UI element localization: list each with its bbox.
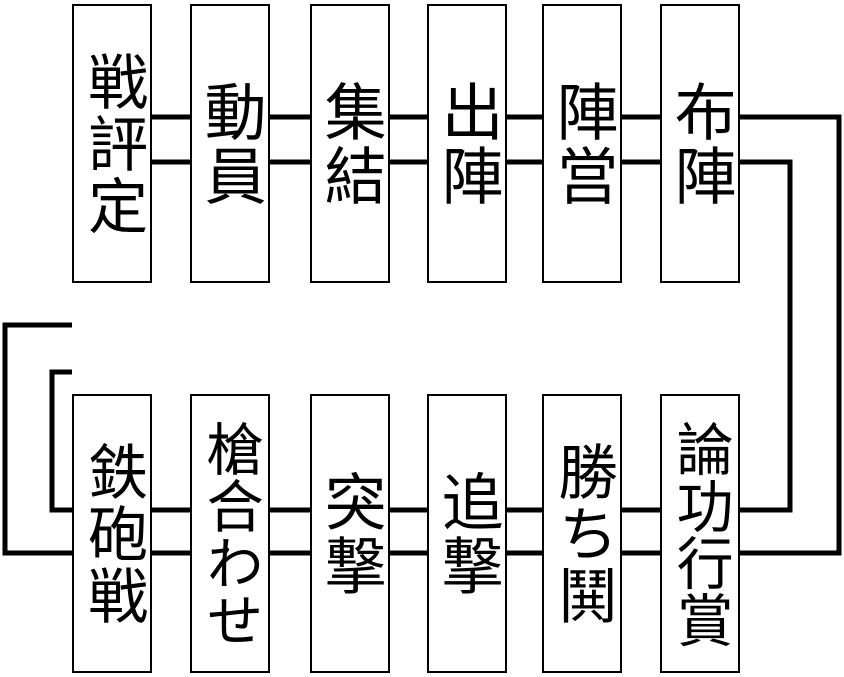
node-n12[interactable]: 論功行賞 <box>660 394 740 673</box>
node-n1[interactable]: 戦評定 <box>72 4 152 283</box>
node-n11[interactable]: 勝ち鬨 <box>542 394 622 673</box>
node-n6[interactable]: 布陣 <box>660 4 740 283</box>
node-label-n7: 鉄砲戦 <box>77 440 148 627</box>
node-label-n9: 突撃 <box>313 469 387 598</box>
node-label-n1: 戦評定 <box>77 50 148 237</box>
node-n8[interactable]: 槍合わせ <box>190 394 270 673</box>
node-n4[interactable]: 出陣 <box>427 4 507 283</box>
node-label-n4: 出陣 <box>430 79 504 208</box>
node-n2[interactable]: 動員 <box>190 4 270 283</box>
node-label-n11: 勝ち鬨 <box>547 440 618 627</box>
node-n9[interactable]: 突撃 <box>310 394 390 673</box>
node-label-n3: 集結 <box>313 79 387 208</box>
node-n5[interactable]: 陣営 <box>542 4 622 283</box>
node-n7[interactable]: 鉄砲戦 <box>72 394 152 673</box>
node-label-n10: 追撃 <box>430 469 504 598</box>
node-label-n2: 動員 <box>193 79 267 208</box>
node-label-n8: 槍合わせ <box>197 419 264 648</box>
node-label-n6: 布陣 <box>663 79 737 208</box>
node-n10[interactable]: 追撃 <box>427 394 507 673</box>
node-n3[interactable]: 集結 <box>310 4 390 283</box>
node-label-n12: 論功行賞 <box>667 419 734 648</box>
node-label-n5: 陣営 <box>545 79 619 208</box>
